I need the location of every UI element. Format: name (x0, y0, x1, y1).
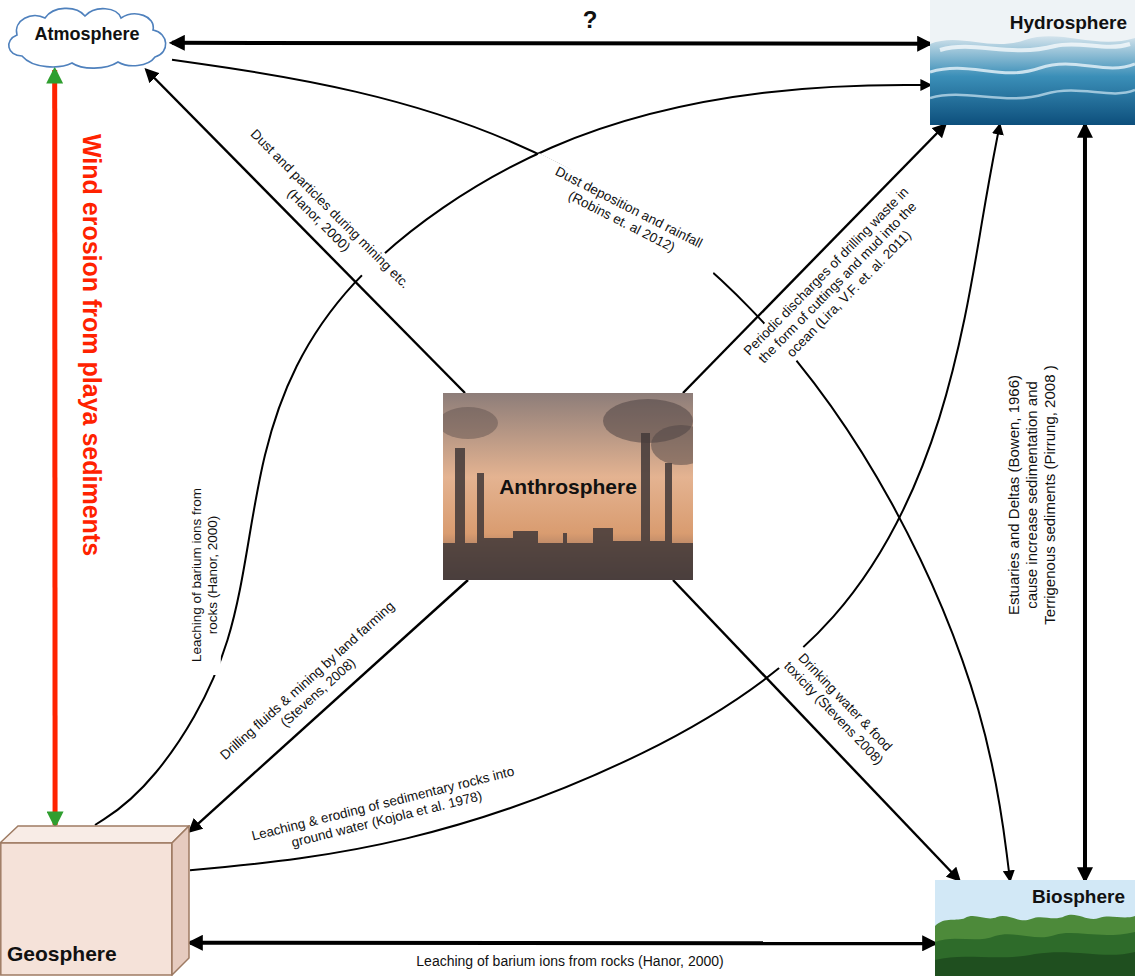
edge-label: Leaching of barium ions from rocks (Hano… (189, 475, 221, 675)
node-label: Anthrosphere (499, 475, 637, 499)
connector (172, 41, 930, 46)
cloud-node: Atmosphere (2, 2, 172, 70)
connector (147, 70, 466, 393)
connector (172, 60, 1010, 880)
node-label: Geosphere (7, 942, 117, 966)
edge-label: Leaching & eroding of sedimentary rocks … (236, 760, 535, 864)
node-label: Atmosphere (34, 24, 139, 45)
edge-label: Estuaries and Deltas (Bowen, 1966) cause… (1005, 353, 1059, 638)
edge-label: Drilling fluids & mining by land farming… (215, 596, 411, 777)
edge-label: Dust deposition and rainfall (Robins et.… (524, 153, 726, 277)
picture-node: Anthrosphere (443, 393, 693, 580)
picture-node: Hydrosphere (930, 0, 1135, 125)
edge-label: Leaching of barium ions from rocks (Hano… (413, 953, 726, 970)
node-label: Biosphere (1032, 886, 1125, 908)
connector (52, 70, 57, 825)
box-node: Geosphere (0, 825, 190, 976)
connector (190, 125, 1000, 870)
connector (673, 580, 959, 880)
edge-label: ? (580, 6, 601, 35)
connector (95, 85, 930, 825)
picture-node: Biosphere (935, 880, 1135, 976)
edge-label: Drinking water & food toxicity (Stevens … (767, 633, 911, 782)
connector (1083, 125, 1087, 880)
edge-label: Periodic discharges of drilling waste in… (738, 182, 937, 384)
node-label: Hydrosphere (1010, 12, 1127, 34)
connector (683, 125, 945, 393)
edge-label: Dust and particles during mining etc. (H… (229, 120, 418, 309)
edge-label: Wind erosion from playa sediments (77, 131, 107, 559)
connector (190, 941, 935, 946)
